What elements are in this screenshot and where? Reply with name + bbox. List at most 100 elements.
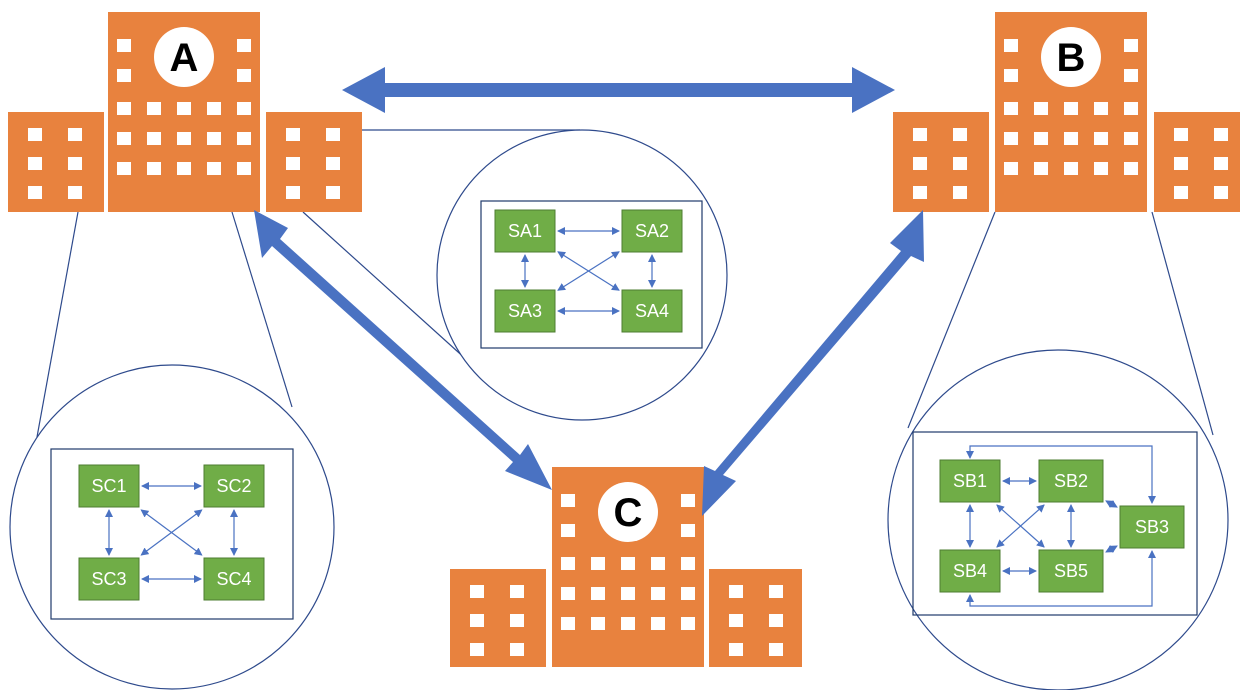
building-c-tower-window: [591, 557, 605, 570]
building-b-tower-window: [1004, 162, 1018, 175]
building-a-tower-window: [237, 132, 251, 145]
link-sa2-sa3: [557, 251, 620, 291]
building-b-tower-window: [1004, 102, 1018, 115]
building-c-wing-window: [769, 585, 783, 598]
building-c-tower-window: [651, 557, 665, 570]
building-b-label: B: [1057, 36, 1086, 80]
building-c-wing-window: [769, 614, 783, 627]
zoom-line-a-cluster-bottom: [302, 211, 479, 371]
server-node-label: SA2: [635, 221, 669, 241]
link-sb4-sb3: [966, 550, 1156, 607]
building-c-tower-window: [561, 617, 575, 630]
building-a-tower-window: [207, 132, 221, 145]
building-a-tower-window: [177, 102, 191, 115]
building-c-wing-window: [510, 643, 524, 656]
building-a-wing: [8, 112, 104, 212]
building-c-wing-window: [510, 614, 524, 627]
cluster-links: [105, 227, 1156, 607]
building-b-wing-window: [953, 128, 967, 141]
server-node-sc3: SC3: [78, 557, 140, 601]
building-b-wing-window: [953, 157, 967, 170]
building-c-tower-window: [591, 587, 605, 600]
zoom-lines: [36, 129, 1214, 438]
site-links: [254, 67, 924, 516]
server-node-box: [939, 459, 1001, 503]
building-b-window: [1004, 39, 1018, 52]
building-c-wing-window: [470, 643, 484, 656]
building-c-wing-window: [729, 585, 743, 598]
building-b-wing-window: [1174, 128, 1188, 141]
server-node-label: SC3: [91, 569, 126, 589]
building-b-tower-window: [1094, 102, 1108, 115]
building-b: B: [893, 12, 1240, 212]
building-a-window: [117, 69, 131, 82]
server-node-box: [621, 209, 683, 253]
server-node-sa3: SA3: [494, 289, 556, 333]
building-c-tower-window: [651, 587, 665, 600]
building-a-wing-window: [68, 128, 82, 141]
building-a-window: [237, 39, 251, 52]
building-c-wing-window: [769, 643, 783, 656]
building-a-wing-window: [326, 186, 340, 199]
building-a-badge: [154, 27, 214, 87]
building-c-tower-window: [621, 587, 635, 600]
building-a-tower-window: [177, 132, 191, 145]
server-node-box: [1038, 459, 1104, 503]
building-b-wing-window: [1214, 186, 1228, 199]
server-node-sb5: SB5: [1038, 549, 1104, 593]
building-a-tower-window: [117, 162, 131, 175]
building-b-wing: [893, 112, 989, 212]
building-b-wing-window: [1214, 157, 1228, 170]
server-node-label: SB1: [953, 471, 987, 491]
zoom-line-a-right: [231, 211, 293, 408]
server-node-label: SA3: [508, 301, 542, 321]
building-a-wing-window: [68, 186, 82, 199]
building-b-wing-window: [1174, 186, 1188, 199]
zoom-line-b-left: [907, 211, 996, 429]
server-node-box: [203, 464, 265, 508]
building-a-tower-window: [147, 132, 161, 145]
server-node-label: SC2: [216, 476, 251, 496]
building-a-wing-window: [28, 186, 42, 199]
zoom-line-a-left: [36, 211, 79, 438]
server-node-box: [203, 557, 265, 601]
cluster-c-zoom-circle: [9, 364, 335, 690]
building-c-window: [561, 524, 575, 537]
server-node-label: SB2: [1054, 471, 1088, 491]
building-a-tower-window: [147, 102, 161, 115]
building-a-wing-window: [286, 128, 300, 141]
building-b-window: [1124, 39, 1138, 52]
building-c-label: C: [614, 491, 643, 535]
building-b-badge: [1041, 27, 1101, 87]
building-b-window: [1004, 69, 1018, 82]
building-b-wing-window: [1174, 157, 1188, 170]
building-a-tower-window: [207, 102, 221, 115]
building-a-tower-window: [177, 162, 191, 175]
building-b-wing-window: [953, 186, 967, 199]
server-node-label: SB4: [953, 561, 987, 581]
building-c-wing-window: [510, 585, 524, 598]
link-sb1-sb3: [966, 445, 1156, 504]
building-a: A: [8, 12, 362, 212]
server-node-label: SA4: [635, 301, 669, 321]
server-node-label: SC1: [91, 476, 126, 496]
server-node-sb1: SB1: [939, 459, 1001, 503]
link-sc2-sc3: [140, 509, 203, 556]
cluster-b-frame: [912, 431, 1198, 616]
link-sb2-sb4: [996, 504, 1045, 548]
building-c-tower-window: [681, 587, 695, 600]
building-c-wing-window: [470, 585, 484, 598]
building-a-window: [117, 39, 131, 52]
building-c-window: [681, 494, 695, 507]
building-c: C: [450, 467, 802, 667]
server-node-label: SB3: [1135, 517, 1169, 537]
building-b-tower-window: [1124, 102, 1138, 115]
server-node-box: [78, 557, 140, 601]
building-c-tower-window: [621, 617, 635, 630]
building-a-label: A: [170, 36, 199, 80]
building-a-tower-window: [207, 162, 221, 175]
building-a-wing-window: [68, 157, 82, 170]
building-b-tower-window: [1064, 132, 1078, 145]
building-b-tower-window: [1034, 162, 1048, 175]
